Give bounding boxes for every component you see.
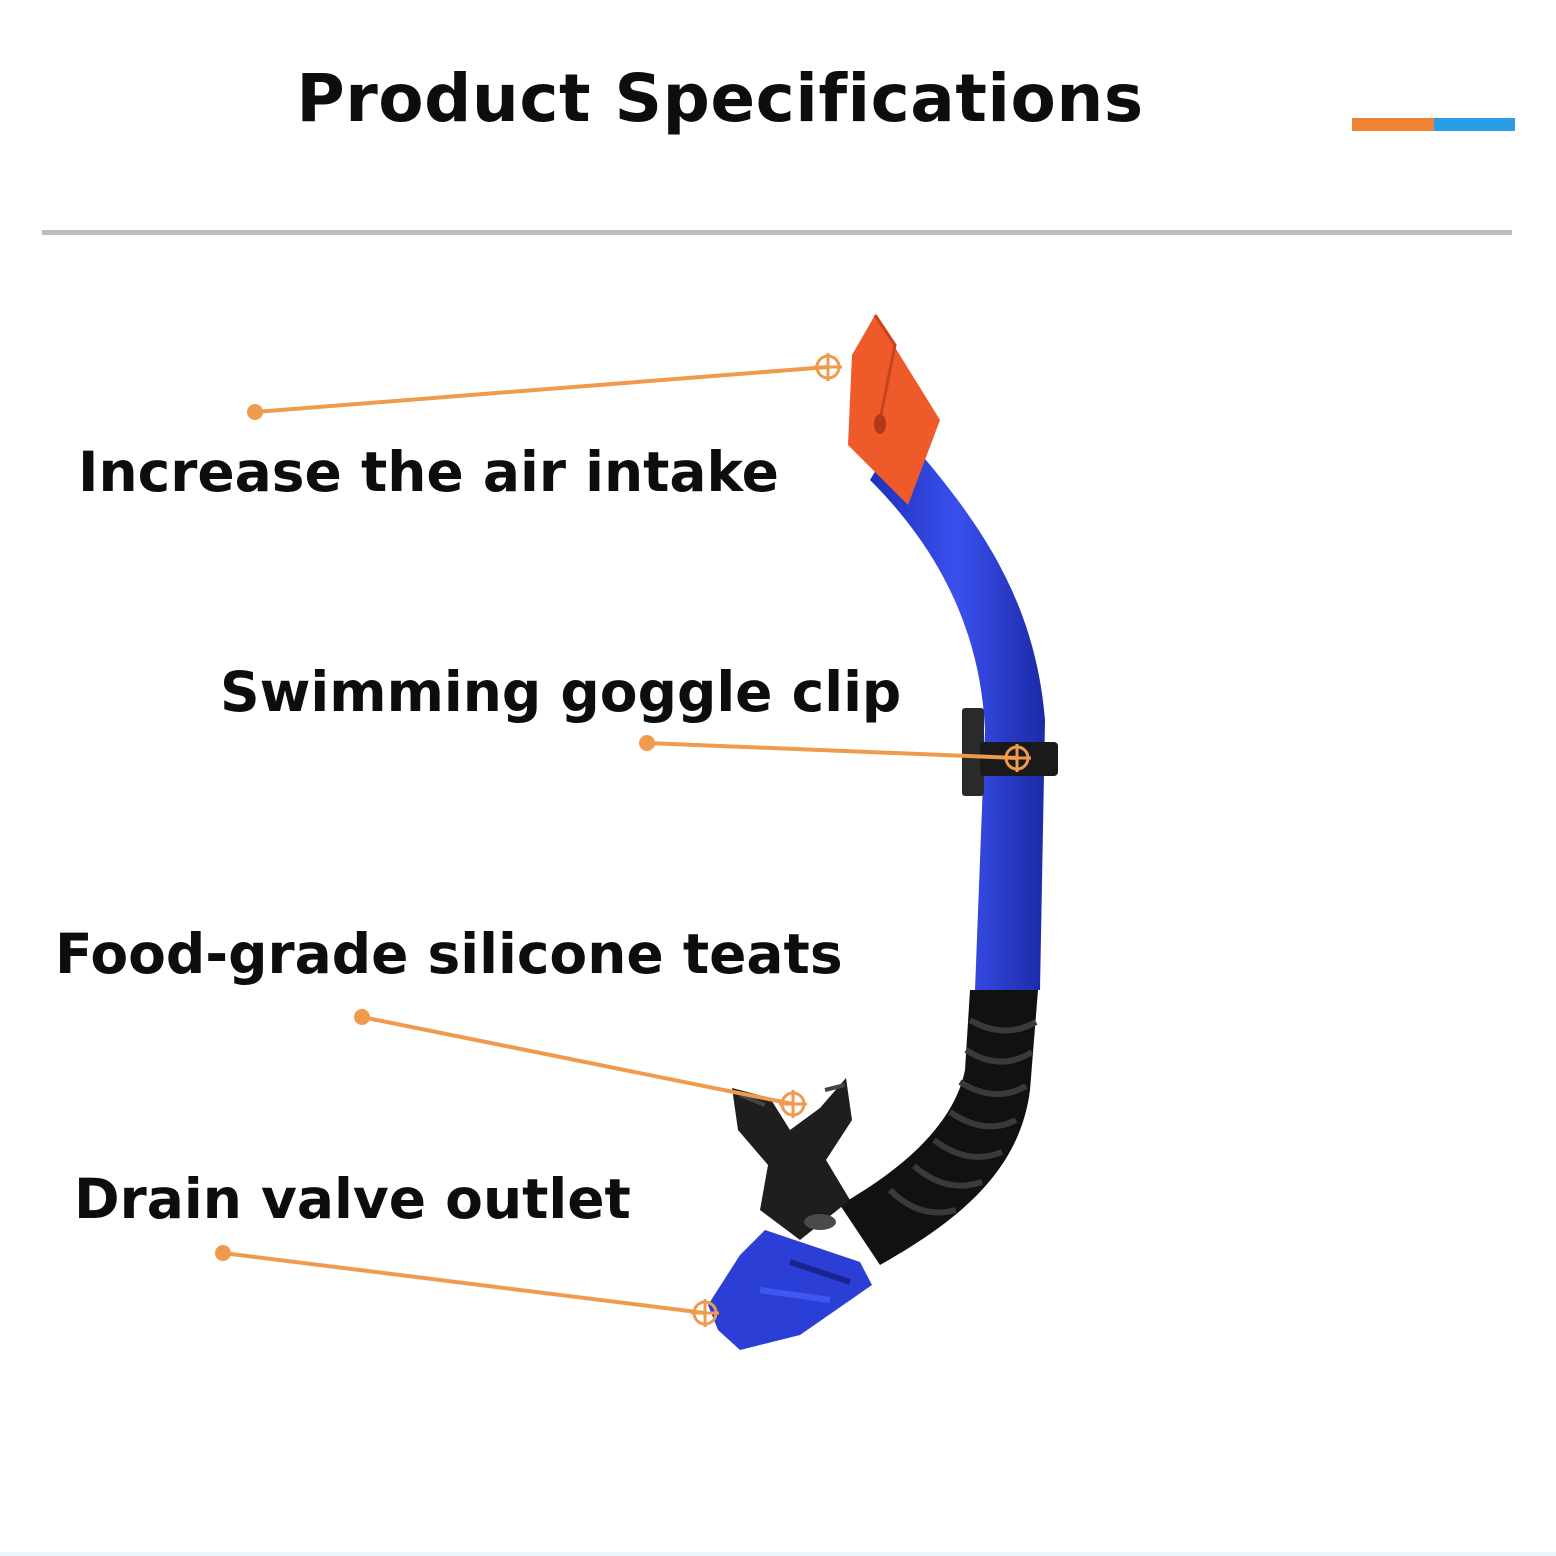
callout-line-goggle-clip <box>646 741 1018 760</box>
snorkel-tube <box>870 430 1045 990</box>
label-drain-valve: Drain valve outlet <box>74 1167 631 1231</box>
label-air-intake: Increase the air intake <box>78 440 779 504</box>
mouthpiece <box>732 1078 852 1240</box>
label-goggle-clip: Swimming goggle clip <box>220 660 902 724</box>
crosshair-icon <box>814 353 842 381</box>
accent-bar-blue <box>1434 118 1515 131</box>
corrugated-hose <box>840 990 1038 1265</box>
callout-line-silicone-teats <box>361 1015 794 1106</box>
crosshair-icon <box>691 1299 719 1327</box>
drain-valve-part <box>708 1230 872 1350</box>
crosshair-icon <box>779 1090 807 1118</box>
snorkel-icon <box>708 314 1058 1350</box>
callout-line-air-intake <box>254 365 829 414</box>
callout-dot-goggle-clip <box>639 735 655 751</box>
label-silicone-teats: Food-grade silicone teats <box>55 922 843 986</box>
page-title: Product Specifications <box>296 60 1144 137</box>
bottom-divider <box>0 1552 1556 1556</box>
divider <box>42 230 1512 235</box>
callout-dot-silicone-teats <box>354 1009 370 1025</box>
accent-bar-orange <box>1352 118 1434 131</box>
crosshair-icon <box>1003 744 1031 772</box>
callout-dot-drain-valve <box>215 1245 231 1261</box>
callout-line-drain-valve <box>222 1251 706 1315</box>
air-intake-cap <box>848 315 940 505</box>
callout-dot-air-intake <box>247 404 263 420</box>
